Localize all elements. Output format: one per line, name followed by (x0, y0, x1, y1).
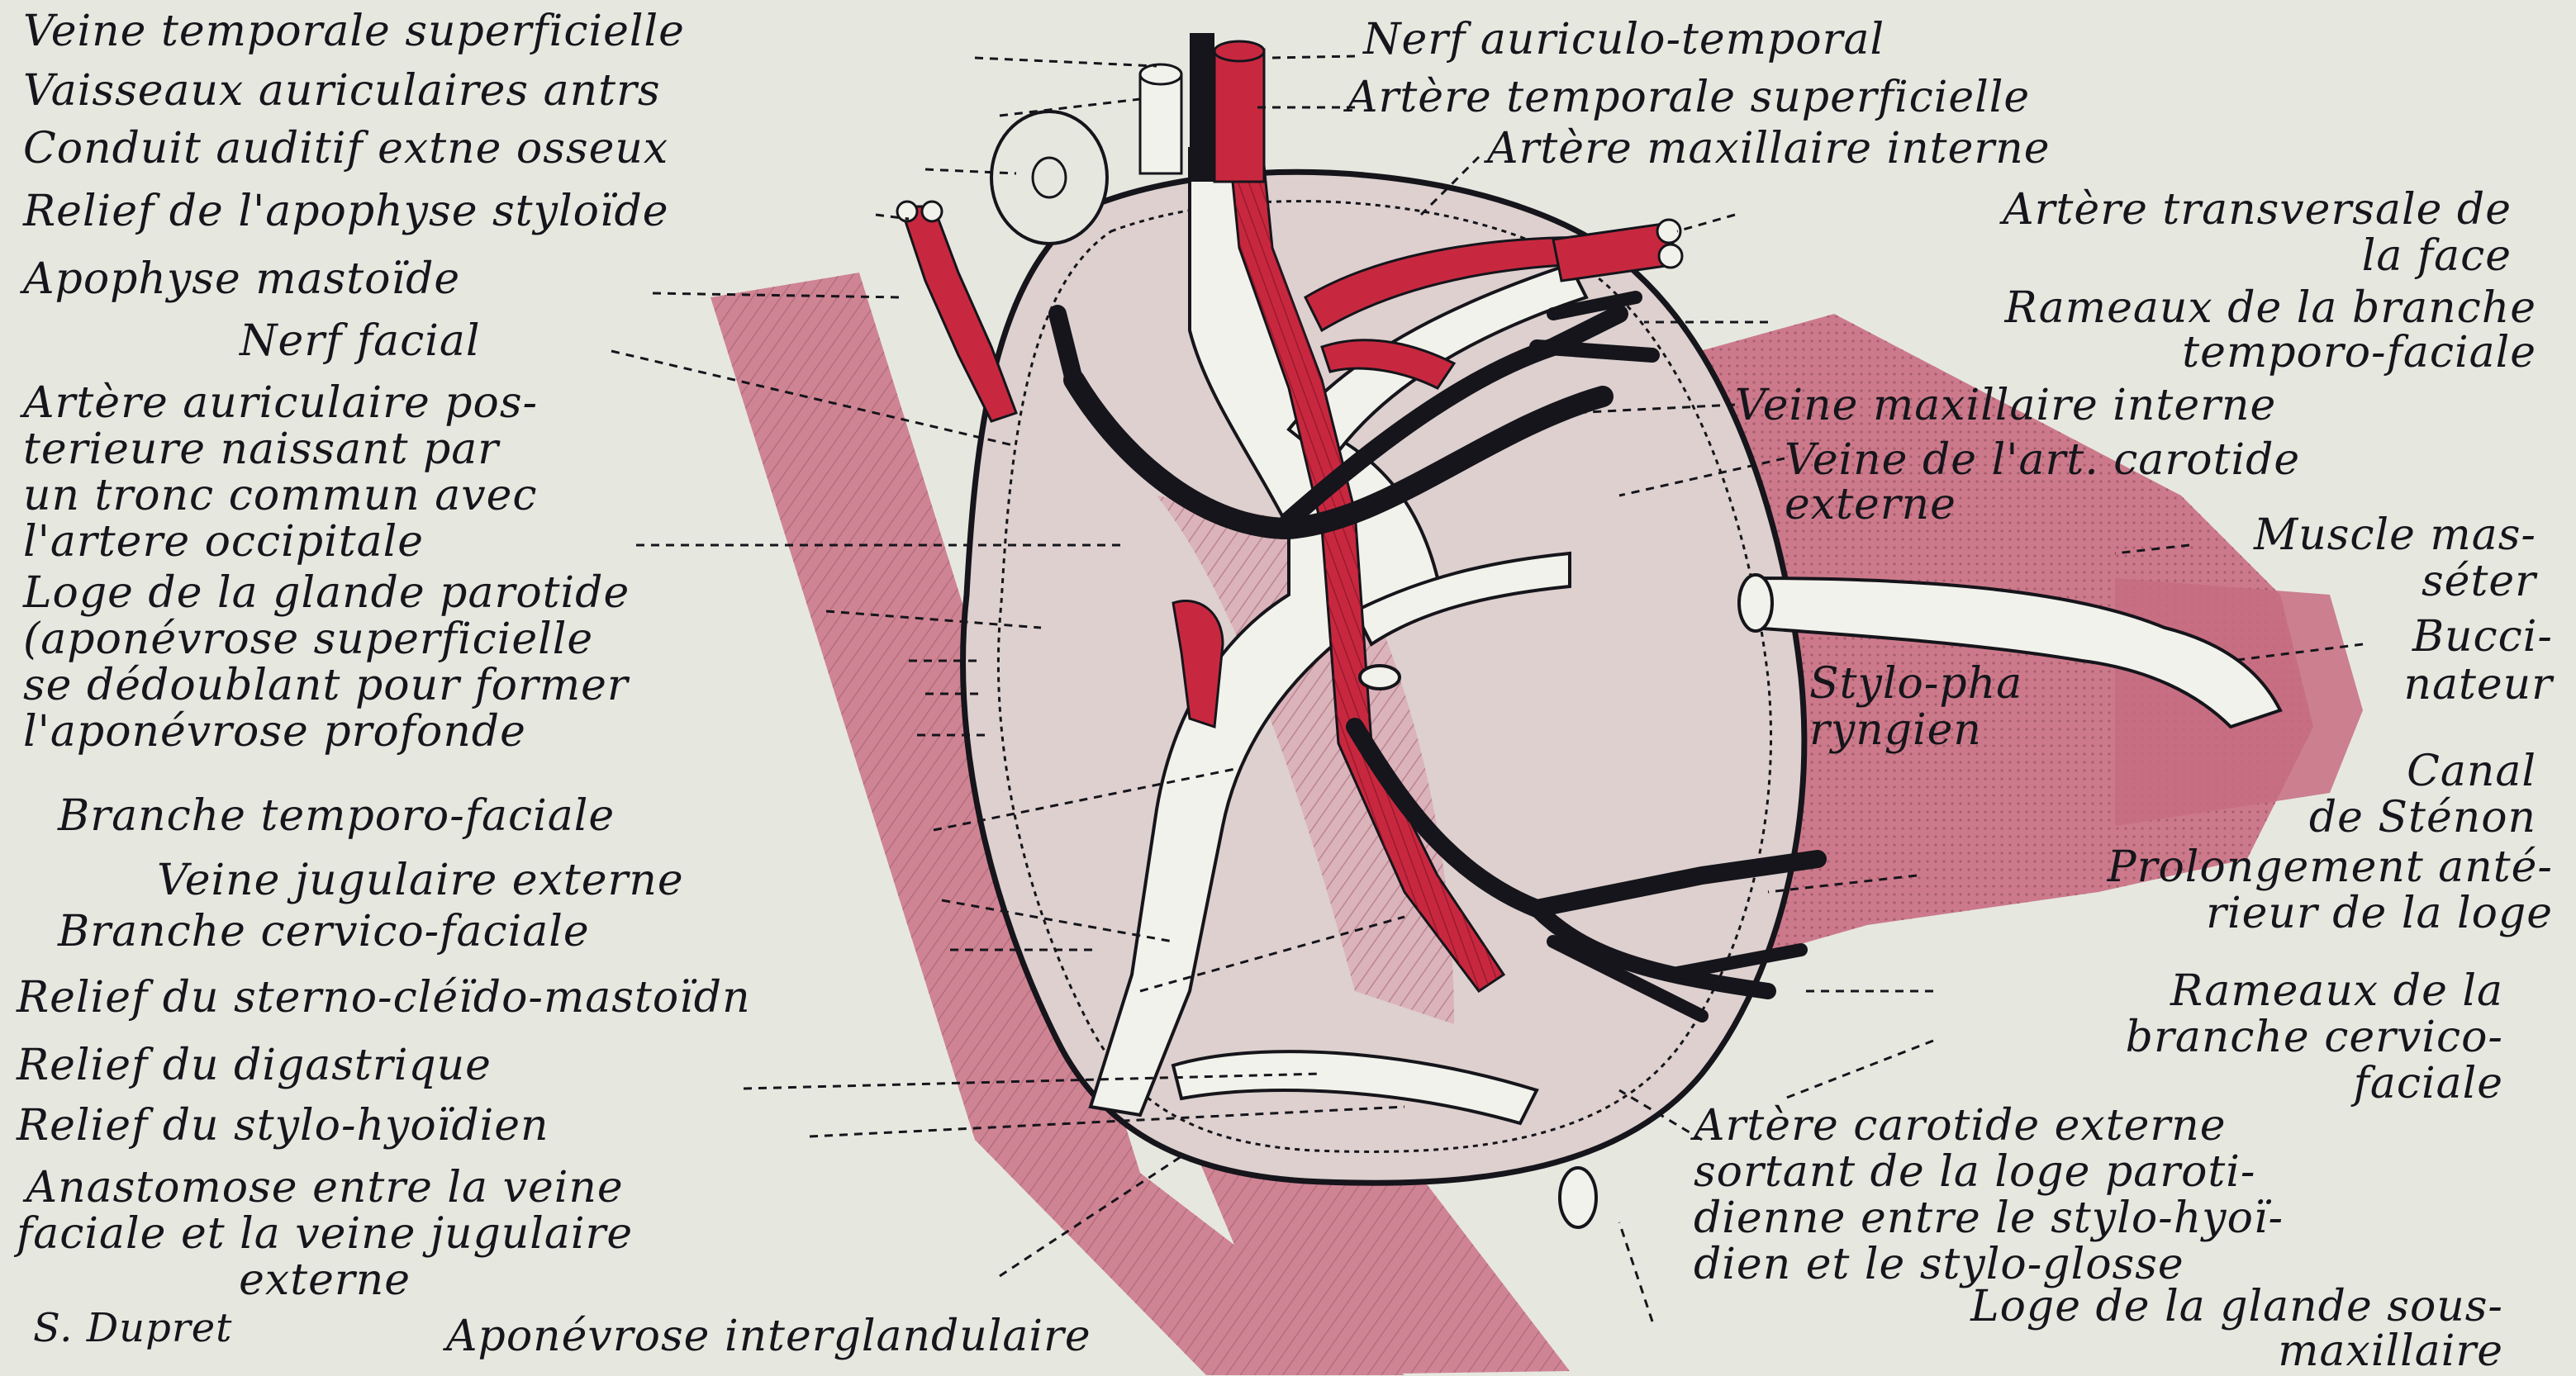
label-apophyse-mastoide: Apophyse mastoïde (23, 256, 460, 302)
label-relief-stylo-hyoidien: Relief du stylo-hyoïdien (17, 1103, 549, 1149)
label-relief-digastrique: Relief du digastrique (17, 1042, 492, 1089)
label-prolongement-anterieur: Prolongement anté- rieur de la loge (1884, 844, 2553, 937)
label-aponevrose-interglandulaire: Aponévrose interglandulaire (446, 1313, 1091, 1359)
label-artere-transversale-face: Artère transversale de la face (1735, 187, 2512, 279)
label-loge-sous-maxillaire: Loge de la glande sous- maxillaire (1652, 1284, 2503, 1374)
label-nerf-auriculo-temporal: Nerf auriculo-temporal (1363, 17, 1884, 63)
ear-canal (991, 112, 1107, 244)
label-buccinateur: Bucci- nateur (2231, 613, 2553, 709)
label-rameaux-temporo-faciale: Rameaux de la branche temporo-faciale (1760, 286, 2536, 375)
label-conduit-auditif: Conduit auditif extne osseux (23, 126, 668, 172)
label-veine-temporale-superficielle: Veine temporale superficielle (23, 8, 685, 55)
artist-signature: S. Dupret (33, 1305, 232, 1351)
label-artere-auriculaire-posterieure: Artère auriculaire pos- terieure naissan… (23, 380, 538, 565)
label-stylo-pharyngien: Stylo-pha ryngien (1809, 661, 2022, 753)
label-veine-jugulaire-externe: Veine jugulaire externe (157, 857, 684, 904)
label-branche-cervico-faciale: Branche cervico-faciale (58, 909, 590, 955)
label-artere-carotide-externe: Artère carotide externe sortant de la lo… (1694, 1103, 2284, 1288)
label-muscle-masseter: Muscle mas- séter (2065, 512, 2536, 605)
label-artere-temporale-superficielle: Artère temporale superficielle (1347, 74, 2030, 121)
label-rameaux-cervico-faciale: Rameaux de la branche cervico- faciale (1933, 968, 2503, 1107)
label-vaisseaux-auriculaires: Vaisseaux auriculaires antrs (23, 68, 661, 114)
label-loge-glande-parotide: Loge de la glande parotide (aponévrose s… (23, 570, 630, 755)
label-branche-temporo-faciale: Branche temporo-faciale (58, 793, 615, 839)
label-relief-sterno-cleido: Relief du sterno-cléïdo-mastoïdn (17, 975, 751, 1021)
label-veine-maxillaire-interne: Veine maxillaire interne (1735, 382, 2276, 429)
label-canal-stenon: Canal de Sténon (2148, 748, 2536, 841)
label-nerf-facial: Nerf facial (240, 318, 481, 364)
posterior-auricular-artery (897, 202, 1016, 421)
label-artere-maxillaire-interne: Artère maxillaire interne (1487, 126, 2050, 172)
label-anastomose: Anastomose entre la veine faciale et la … (17, 1165, 633, 1303)
label-relief-apophyse-styloide: Relief de l'apophyse styloïde (23, 188, 669, 235)
superficial-temporal-vessels (1140, 33, 1264, 182)
